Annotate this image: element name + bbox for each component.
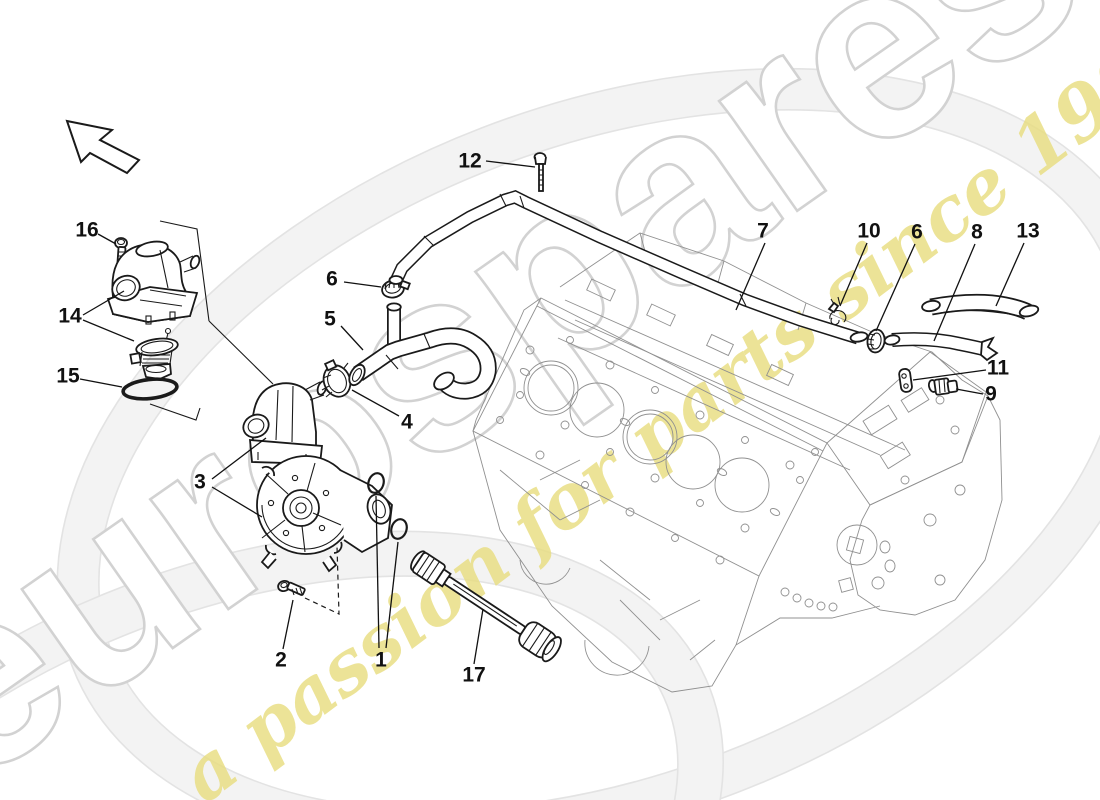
callout-number[interactable]: 5 [324,308,336,331]
callout-4[interactable]: 4 [351,389,413,434]
callout-leader-line [735,242,766,311]
callout-number[interactable]: 4 [401,411,413,434]
bolt-2 [277,545,340,615]
callout-leader-line [211,437,267,480]
callout-number[interactable]: 7 [757,220,769,243]
callout-number[interactable]: 17 [462,664,485,687]
callout-14[interactable]: 14 [58,290,135,342]
callout-leader-line [375,495,380,649]
callout-1[interactable]: 1 [375,495,399,672]
callout-number[interactable]: 13 [1016,220,1039,243]
callout-leader-line [875,243,916,332]
callout-10[interactable]: 10 [839,220,881,307]
bolt-12 [533,152,547,192]
callout-6a[interactable]: 6 [326,268,382,291]
callout-leader-line [82,319,135,342]
callout-5[interactable]: 5 [324,308,364,351]
callout-leader-line [343,281,382,288]
callout-number[interactable]: 12 [458,150,481,173]
callout-number[interactable]: 1 [375,649,387,672]
callout-15[interactable]: 15 [56,365,123,388]
callout-number[interactable]: 8 [971,221,983,244]
callout-leader-line [485,160,536,168]
clamp-10 [827,296,847,326]
callout-leader-line [97,233,117,245]
o-ring-15 [121,377,179,401]
callout-8[interactable]: 8 [933,221,983,342]
callout-17[interactable]: 17 [462,608,486,687]
callout-leader-line [473,608,484,665]
callout-leader-line [282,599,294,650]
callout-number[interactable]: 9 [985,383,997,406]
thermostat-housing [106,240,201,325]
callout-number[interactable]: 14 [58,305,82,328]
sensor-17 [410,550,562,663]
callout-number[interactable]: 2 [275,649,287,672]
clamp-6a [381,279,411,299]
hose-8 [883,332,999,362]
callout-leader-line [933,243,976,342]
callout-number[interactable]: 16 [75,219,98,242]
callout-leader-line [79,378,123,388]
callout-2[interactable]: 2 [275,599,294,672]
callout-leader-line [82,290,125,316]
callout-16[interactable]: 16 [75,219,117,245]
callout-number[interactable]: 10 [857,220,880,243]
callout-leader-line [955,388,984,395]
callout-6b[interactable]: 6 [875,221,923,332]
callout-leader-line [351,389,400,417]
callout-number[interactable]: 15 [56,365,80,388]
hose-7 [388,190,869,345]
callout-number[interactable]: 6 [911,221,923,244]
callout-number[interactable]: 11 [987,357,1010,380]
callout-number[interactable]: 6 [326,268,338,291]
thermostat-group-bracket [149,220,274,421]
hose-13 [921,293,1040,320]
callout-12[interactable]: 12 [458,150,536,173]
water-pump [242,380,393,573]
callout-leader-line [912,369,987,381]
hose-5 [348,302,497,400]
callout-leader-line [211,486,263,518]
callout-leader-line [839,242,868,307]
clamp-6b [866,328,886,354]
callout-7[interactable]: 7 [735,220,769,311]
callout-3[interactable]: 3 [194,437,267,518]
gasket-11 [898,368,913,393]
callout-13[interactable]: 13 [995,220,1040,307]
callout-9[interactable]: 9 [955,383,997,406]
thermostat-insert [129,327,179,380]
sensor-9 [927,377,959,396]
callout-leader-line [385,541,399,649]
callout-leader-line [340,325,364,351]
callout-11[interactable]: 11 [912,357,1010,381]
o-rings-1 [367,472,408,540]
direction-arrow-icon [65,119,141,175]
callout-leader-line [995,242,1025,307]
callout-number[interactable]: 3 [194,471,206,494]
